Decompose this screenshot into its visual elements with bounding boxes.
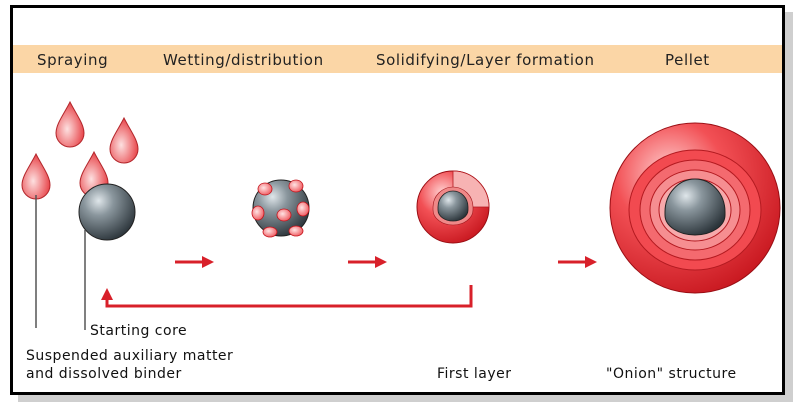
stage-header-bar [13,45,782,73]
starting-core [78,183,136,241]
process-arrows [175,256,597,268]
droplet-1 [55,100,85,148]
droplet-2 [109,116,139,164]
onion-structure-label: "Onion" structure [606,366,737,382]
wetted-core [251,179,310,238]
suspended-matter-label-line1: Suspended auxiliary matter [26,348,234,364]
arrow-3 [558,256,597,268]
droplet-3 [21,152,51,200]
stage-wetting: Wetting/distribution [163,51,324,69]
droplets [21,100,139,200]
arrow-1 [175,256,214,268]
starting-core-label: Starting core [90,323,188,339]
first-layer-sphere [416,170,490,244]
onion-sphere [609,122,781,294]
stage-spraying: Spraying [37,51,109,69]
stage-pellet: Pellet [665,51,710,69]
first-layer-label: First layer [437,366,512,382]
recycle-arrow [101,285,473,308]
arrow-2 [348,256,387,268]
suspended-matter-label-line2: and dissolved binder [26,366,182,382]
stage-solidifying: Solidifying/Layer formation [376,51,595,69]
